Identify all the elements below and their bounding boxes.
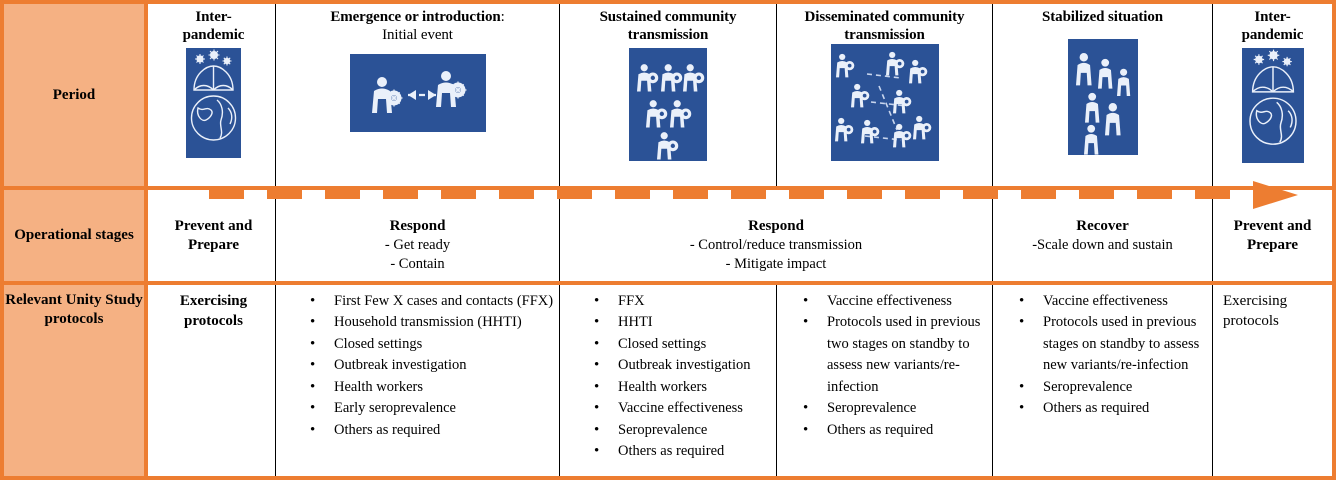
list-item: Others as required: [310, 419, 555, 442]
ops-divider-2: [559, 190, 560, 281]
protocols-row: Relevant Unity Study protocols Exercisin…: [4, 281, 1332, 476]
ops-divider-1: [275, 190, 276, 281]
list-item: Outbreak investigation: [310, 354, 555, 377]
row-label-protocols: Relevant Unity Study protocols: [4, 285, 148, 476]
row-label-operational-stages: Operational stages: [4, 190, 148, 281]
ops-cell-respond-early: Respond - Get ready - Contain: [276, 190, 559, 281]
row-label-period-text: Period: [52, 86, 96, 103]
list-item: Vaccine effectiveness: [1019, 290, 1208, 313]
list-item: FFX: [594, 290, 772, 313]
list-item: Household transmission (HHTI): [310, 311, 555, 334]
protocol-plain-text: Exercising protocols: [1223, 293, 1288, 329]
proto-divider-1: [275, 285, 276, 476]
period-title: Emergence or introduction: Initial event: [330, 9, 505, 43]
proto-divider-5: [1212, 285, 1213, 476]
ops-cell-recover: Recover -Scale down and sustain: [993, 190, 1212, 281]
list-item: Vaccine effectiveness: [803, 290, 988, 313]
ops-cell-prevent-prepare-end: Prevent and Prepare: [1213, 190, 1332, 281]
period-title: Sustained community transmission: [599, 9, 737, 43]
umbrella-globe-virus-icon: [1241, 48, 1304, 164]
period-cell-disseminated: Disseminated community transmission: [777, 4, 992, 186]
list-item: Seroprevalence: [803, 397, 988, 420]
list-item: HHTI: [594, 311, 772, 334]
ops-bullet: - Get ready: [384, 236, 451, 253]
ops-heading: Recover: [1076, 218, 1129, 234]
list-item: Others as required: [1019, 397, 1208, 420]
protocol-list: First Few X cases and contacts (FFX) Hou…: [280, 290, 555, 442]
period-cell-sustained: Sustained community transmission: [560, 4, 776, 186]
period-cell-inter-pandemic-end: Inter- pandemic: [1213, 4, 1332, 186]
ops-bullet: - Control/reduce transmission: [689, 236, 863, 253]
six-infected-people-icon: [629, 48, 707, 162]
ops-heading: Prevent and Prepare: [1233, 218, 1312, 253]
protocol-cell-3: FFX HHTI Closed settings Outbreak invest…: [560, 285, 776, 476]
list-item: Closed settings: [310, 333, 555, 356]
period-title: Inter- pandemic: [182, 9, 245, 43]
list-item: Health workers: [310, 376, 555, 399]
list-item: Protocols used in previous two stages on…: [803, 311, 988, 398]
list-item: Closed settings: [594, 333, 772, 356]
period-divider-5: [1212, 4, 1213, 186]
list-item: Vaccine effectiveness: [594, 397, 772, 420]
period-divider-2: [559, 4, 560, 186]
row-label-period: Period: [4, 4, 148, 186]
row-label-protocols-text: Relevant Unity Study protocols: [5, 292, 143, 327]
protocol-plain-text: Exercising protocols: [179, 293, 248, 329]
proto-divider-3: [776, 285, 777, 476]
period-cell-stabilized: Stabilized situation: [993, 4, 1212, 186]
list-item: Seroprevalence: [594, 419, 772, 442]
period-cell-inter-pandemic-start: Inter- pandemic: [152, 4, 275, 186]
list-item: Others as required: [803, 419, 988, 442]
proto-divider-4: [992, 285, 993, 476]
umbrella-globe-virus-icon: [186, 48, 241, 159]
proto-divider-2: [559, 285, 560, 476]
protocol-cell-5: Vaccine effectiveness Protocols used in …: [993, 285, 1212, 476]
list-item: Protocols used in previous stages on sta…: [1019, 311, 1208, 376]
protocol-list: Vaccine effectiveness Protocols used in …: [997, 290, 1208, 420]
operational-stages-row: Operational stages Prevent and Prepare R…: [4, 186, 1332, 281]
protocol-cell-6: Exercising protocols: [1213, 285, 1332, 476]
period-divider-1: [275, 4, 276, 186]
row-label-operational-stages-text: Operational stages: [14, 227, 134, 244]
ops-divider-3: [992, 190, 993, 281]
list-item: Others as required: [594, 440, 772, 463]
ops-cell-respond-control: Respond - Control/reduce transmission - …: [560, 190, 992, 281]
protocol-cell-4: Vaccine effectiveness Protocols used in …: [777, 285, 992, 476]
two-people-transmission-arrow-icon: [349, 54, 486, 133]
period-row: Period Inter- pandemic: [4, 4, 1332, 186]
list-item: First Few X cases and contacts (FFX): [310, 290, 555, 313]
list-item: Seroprevalence: [1019, 376, 1208, 399]
ops-heading: Respond: [748, 218, 804, 234]
period-title: Stabilized situation: [1042, 9, 1163, 25]
period-title: Inter- pandemic: [1241, 9, 1304, 43]
protocol-cell-2: First Few X cases and contacts (FFX) Hou…: [276, 285, 559, 476]
protocol-cell-1: Exercising protocols: [152, 285, 275, 476]
protocol-list: FFX HHTI Closed settings Outbreak invest…: [564, 290, 772, 463]
six-healthy-people-icon: [1067, 38, 1138, 155]
protocol-list: Vaccine effectiveness Protocols used in …: [781, 290, 988, 442]
list-item: Health workers: [594, 376, 772, 399]
arrowhead-icon: [1253, 181, 1298, 209]
ops-divider-4: [1212, 190, 1213, 281]
period-cell-emergence: Emergence or introduction: Initial event: [276, 4, 559, 186]
ops-bullet: - Contain: [390, 255, 445, 272]
ops-heading: Respond: [389, 218, 446, 234]
period-title: Disseminated community transmission: [804, 9, 965, 43]
period-divider-3: [776, 4, 777, 186]
ops-heading: Prevent and Prepare: [174, 218, 253, 253]
network-infected-people-icon: [830, 44, 939, 162]
list-item: Early seroprevalence: [310, 397, 555, 420]
ops-cell-prevent-prepare-start: Prevent and Prepare: [152, 190, 275, 281]
ops-bullet: -Scale down and sustain: [1032, 236, 1173, 253]
ops-bullet: - Mitigate impact: [725, 255, 827, 272]
period-divider-4: [992, 4, 993, 186]
list-item: Outbreak investigation: [594, 354, 772, 377]
